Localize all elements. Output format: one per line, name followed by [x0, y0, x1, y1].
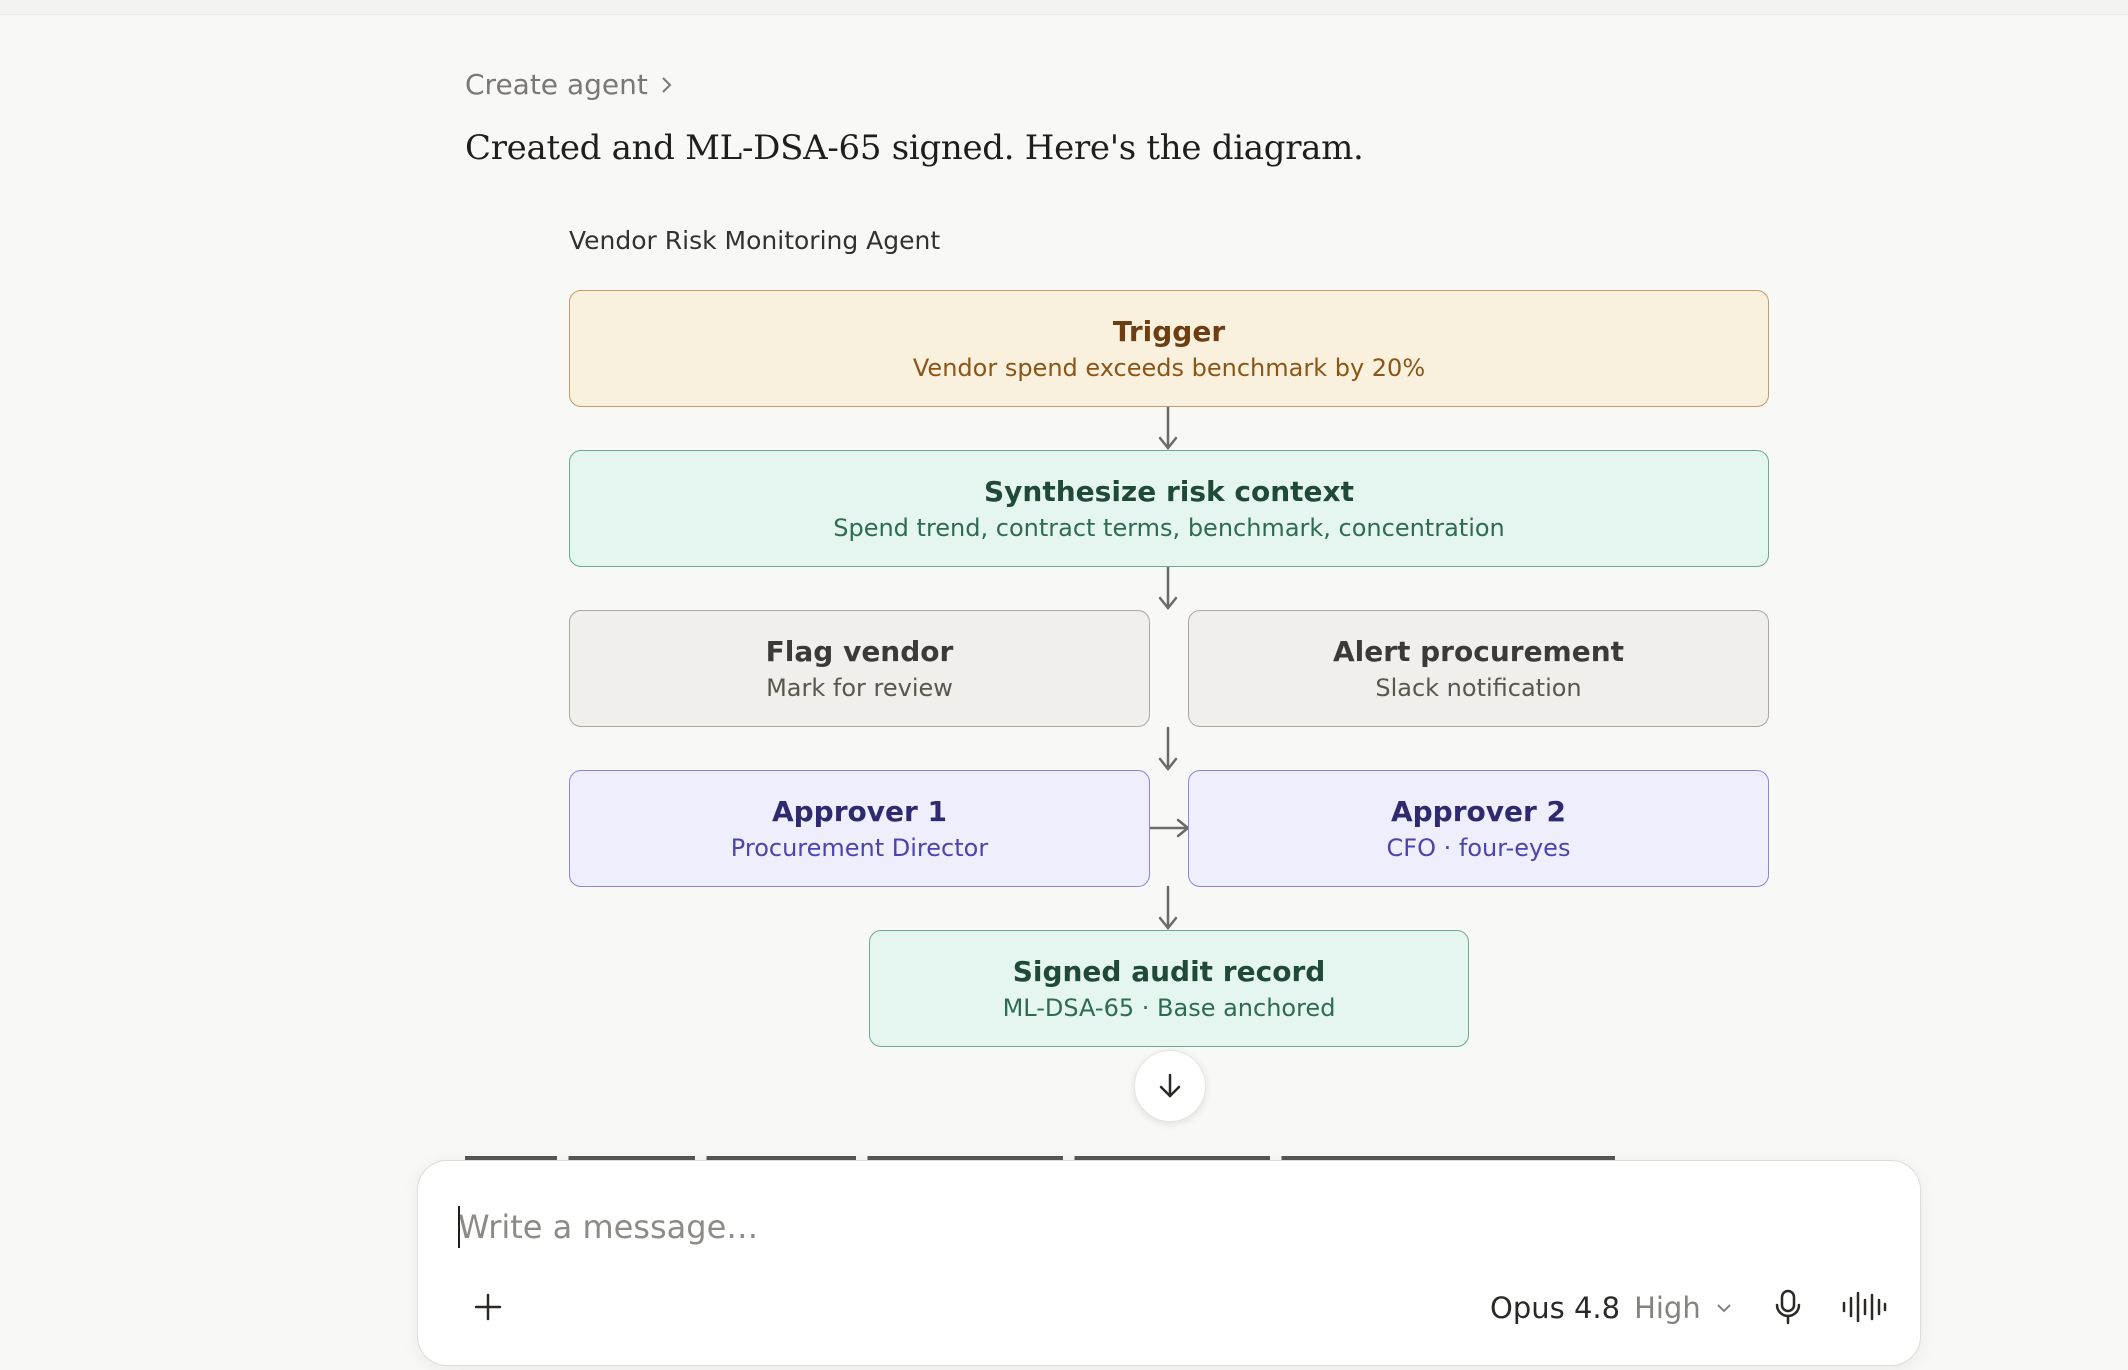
- chevron-down-icon: [1717, 1304, 1731, 1313]
- node-flag-title: Flag vendor: [765, 634, 954, 668]
- node-audit-record: Signed audit record ML-DSA-65 · Base anc…: [869, 930, 1469, 1047]
- add-attachment-button[interactable]: [462, 1281, 514, 1333]
- node-approver2-title: Approver 2: [1390, 794, 1567, 828]
- message-composer: Opus 4.8 High: [417, 1160, 1921, 1366]
- node-flag-subtitle: Mark for review: [766, 673, 953, 702]
- node-audit-title: Signed audit record: [1012, 954, 1326, 988]
- node-approver2-subtitle: CFO · four-eyes: [1386, 833, 1571, 862]
- chevron-right-icon: [662, 76, 672, 93]
- diagram-title: Vendor Risk Monitoring Agent: [569, 226, 941, 255]
- model-name[interactable]: Opus 4.8: [1490, 1291, 1621, 1325]
- dictation-button[interactable]: [1762, 1281, 1814, 1333]
- microphone-icon: [1775, 1289, 1801, 1325]
- node-approver-2: Approver 2 CFO · four-eyes: [1188, 770, 1769, 887]
- node-alert-subtitle: Slack notification: [1375, 673, 1582, 702]
- arrow-down-icon: [1159, 1073, 1181, 1098]
- node-flag-vendor: Flag vendor Mark for review: [569, 610, 1150, 727]
- node-alert-title: Alert procurement: [1332, 634, 1625, 668]
- text-caret: [458, 1206, 460, 1248]
- node-synthesize-subtitle: Spend trend, contract terms, benchmark, …: [833, 513, 1505, 542]
- node-synthesize-title: Synthesize risk context: [984, 474, 1354, 508]
- node-trigger: Trigger Vendor spend exceeds benchmark b…: [569, 290, 1769, 407]
- voice-mode-button[interactable]: [1834, 1281, 1894, 1333]
- node-approver1-title: Approver 1: [771, 794, 948, 828]
- node-trigger-subtitle: Vendor spend exceeds benchmark by 20%: [912, 353, 1426, 382]
- plus-icon: [474, 1293, 502, 1321]
- node-trigger-title: Trigger: [1112, 314, 1226, 348]
- model-selector[interactable]: Opus 4.8 High: [1490, 1283, 1733, 1333]
- node-approver-1: Approver 1 Procurement Director: [569, 770, 1150, 887]
- breadcrumb[interactable]: Create agent: [465, 68, 674, 101]
- node-synthesize: Synthesize risk context Spend trend, con…: [569, 450, 1769, 567]
- node-audit-subtitle: ML-DSA-65 · Base anchored: [1002, 993, 1336, 1022]
- assistant-message: Created and ML-DSA-65 signed. Here's the…: [465, 128, 1364, 168]
- node-approver1-subtitle: Procurement Director: [730, 833, 989, 862]
- node-alert-procurement: Alert procurement Slack notification: [1188, 610, 1769, 727]
- top-edge: [0, 0, 2128, 15]
- model-effort[interactable]: High: [1634, 1291, 1701, 1325]
- breadcrumb-label[interactable]: Create agent: [465, 68, 648, 101]
- message-input[interactable]: [458, 1201, 1858, 1253]
- voice-waveform-icon: [1842, 1291, 1887, 1323]
- scroll-to-bottom-button[interactable]: [1134, 1050, 1206, 1122]
